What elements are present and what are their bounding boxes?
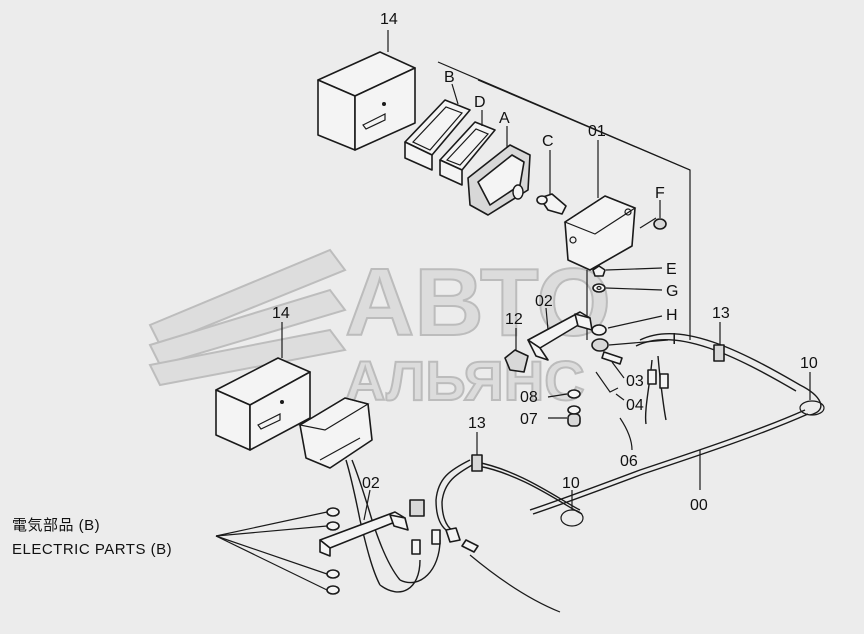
lamp-body-lower <box>298 397 373 469</box>
label-C: C <box>542 133 554 150</box>
label-06: 06 <box>620 453 638 470</box>
caption-english: ELECTRIC PARTS (B) <box>12 541 172 558</box>
label-10-right: 10 <box>800 355 818 372</box>
label-E: E <box>666 261 677 278</box>
lamp-cover-lower <box>215 357 311 451</box>
label-G: G <box>666 283 678 300</box>
label-03: 03 <box>626 373 644 390</box>
label-12: 12 <box>505 311 523 328</box>
watermark: АВТО АЛЬЯНС <box>148 248 612 413</box>
label-02-upper: 02 <box>535 293 553 310</box>
label-F: F <box>655 185 665 202</box>
gasket-d <box>439 121 496 186</box>
washer-stack <box>591 265 609 352</box>
label-14-upper: 14 <box>380 11 398 28</box>
bracket-02-lower <box>319 511 409 557</box>
watermark-line2: АЛЬЯНС <box>345 349 585 412</box>
watermark-logo-icon <box>148 248 347 387</box>
label-08: 08 <box>520 389 538 406</box>
lamp-body-01 <box>563 195 637 271</box>
label-04: 04 <box>626 397 644 414</box>
caption-japanese: 電気部品 (B) <box>12 517 100 534</box>
label-H: H <box>666 307 678 324</box>
label-10-lower: 10 <box>562 475 580 492</box>
lamp-cover-upper <box>317 51 416 151</box>
label-B: B <box>444 69 455 86</box>
screw-f <box>639 217 667 230</box>
label-A: A <box>499 110 510 127</box>
label-07: 07 <box>520 411 538 428</box>
label-D: D <box>474 94 486 111</box>
gasket-b <box>404 99 471 171</box>
label-13-right: 13 <box>712 305 730 322</box>
watermark-line1: АВТО <box>345 249 611 356</box>
label-00: 00 <box>690 497 708 514</box>
label-13-lower: 13 <box>468 415 486 432</box>
bracket-02-upper <box>527 311 593 361</box>
block-12 <box>504 349 529 373</box>
bulb-c <box>536 193 567 215</box>
label-14-lower: 14 <box>272 305 290 322</box>
label-02-lower: 02 <box>362 475 380 492</box>
lens-a <box>467 144 531 216</box>
label-01: 01 <box>588 123 606 140</box>
